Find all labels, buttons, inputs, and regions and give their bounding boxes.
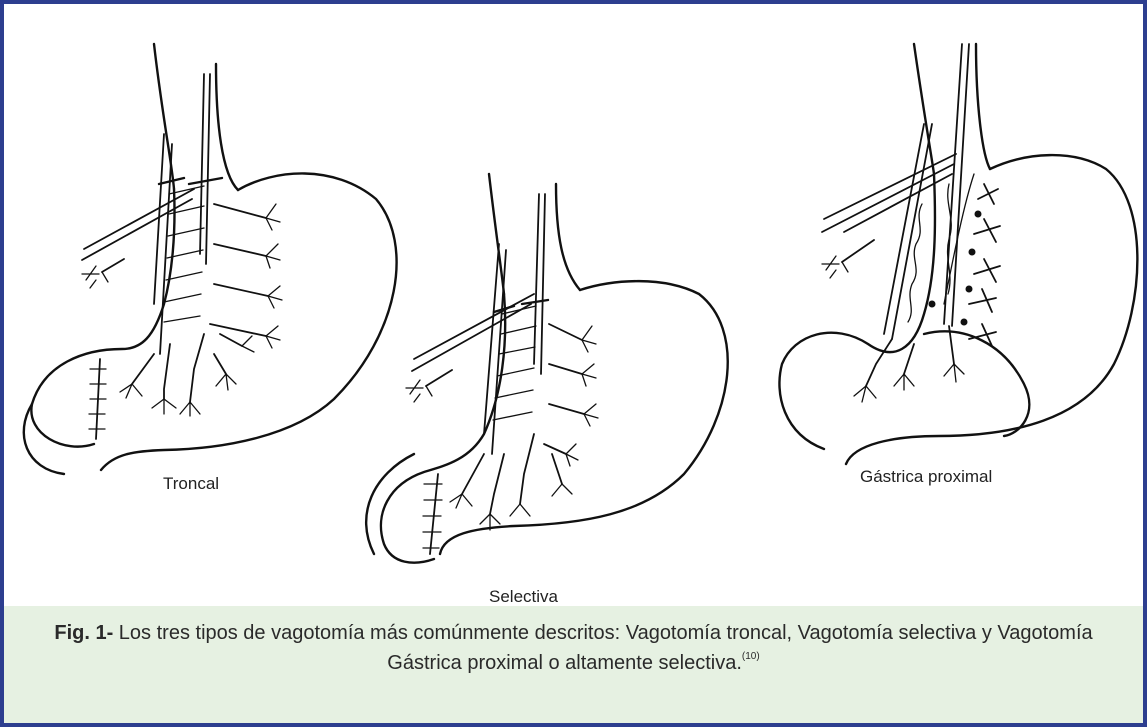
- caption-text: Los tres tipos de vagotomía más comúnmen…: [113, 622, 1092, 674]
- figure-label-troncal: Troncal: [163, 474, 219, 494]
- selectiva-illustration: [344, 154, 744, 594]
- figure-caption: Fig. 1- Los tres tipos de vagotomía más …: [4, 606, 1143, 723]
- illustrations-area: Troncal Selectiva Gástrica proximal: [4, 4, 1143, 604]
- gastrica-proximal-illustration: [764, 4, 1144, 484]
- caption-figure-label: Fig. 1-: [54, 622, 113, 644]
- caption-reference: (10): [742, 651, 760, 662]
- figure-label-selectiva: Selectiva: [489, 587, 558, 607]
- figure-label-gastrica-proximal: Gástrica proximal: [860, 467, 992, 487]
